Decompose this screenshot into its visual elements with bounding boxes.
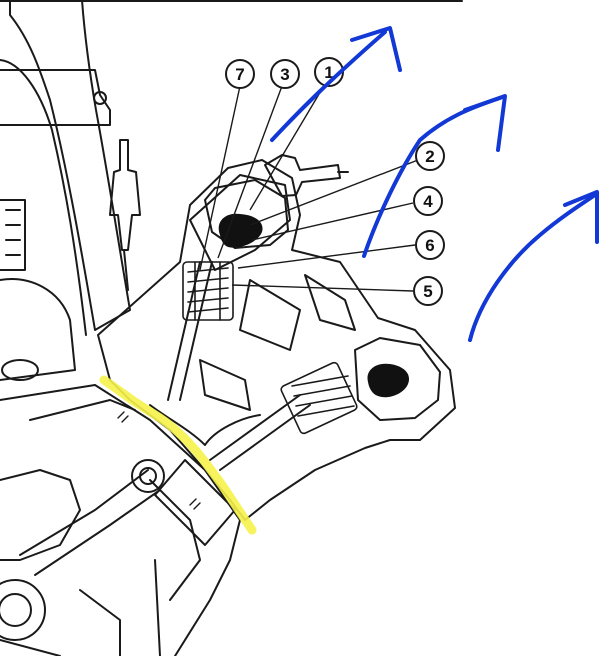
callout-2-label: 2 [425, 147, 434, 166]
piston [154, 459, 236, 546]
callout-3: 3 [270, 59, 300, 89]
spark-plug [264, 154, 341, 197]
callout-7: 7 [225, 59, 255, 89]
callout-7-label: 7 [235, 65, 244, 84]
block-centerline [154, 559, 161, 656]
leader-lines [199, 83, 419, 292]
callout-4: 4 [413, 186, 443, 216]
fuel-rail [0, 199, 26, 271]
wrist-pin-inner [139, 467, 157, 485]
engine-drawing [0, 0, 463, 656]
exhaust-cam-lobe [367, 363, 410, 398]
block-wall [29, 399, 201, 601]
callout-2: 2 [415, 141, 445, 171]
callout-6-label: 6 [425, 236, 434, 255]
exhaust-valve-stem [209, 394, 311, 471]
callout-7-circle [225, 59, 255, 89]
leader-6 [237, 244, 416, 269]
cam-cover-right [354, 337, 441, 421]
arrow-middle-icon [362, 94, 507, 258]
callout-5: 5 [413, 276, 443, 306]
leader-4 [251, 202, 414, 241]
callout-5-circle [413, 276, 443, 306]
left-port [1, 359, 39, 381]
engine-block-outline [0, 384, 241, 656]
leader-5 [231, 284, 414, 292]
callout-6-circle [415, 230, 445, 260]
intake-valve-spring [182, 261, 234, 321]
injector [109, 139, 141, 251]
callout-4-circle [413, 186, 443, 216]
callout-1-label: 1 [324, 63, 333, 82]
flange-bolt [93, 91, 107, 105]
head-gasket-highlight [99, 375, 257, 535]
intake-runner [9, 0, 131, 331]
intake-runner-outer [0, 59, 87, 336]
exhaust-valve-spring [280, 361, 358, 435]
leader-1 [249, 83, 326, 211]
wrist-pin [131, 459, 165, 493]
connecting-rod [19, 469, 161, 576]
arrow-upper-left-icon [270, 26, 402, 142]
annotation-arrows [270, 26, 599, 342]
camshafts [218, 213, 410, 398]
leader-7 [199, 85, 241, 271]
callout-3-circle [270, 59, 300, 89]
callout-3-label: 3 [280, 65, 289, 84]
intake-valve-stem [167, 261, 213, 401]
head-rib-1 [239, 279, 301, 351]
callout-5-label: 5 [423, 282, 432, 301]
injector-line [123, 249, 129, 291]
callout-2-circle [415, 141, 445, 171]
block-bolts [117, 411, 201, 510]
callout-6: 6 [415, 230, 445, 260]
head-rib-3 [304, 274, 356, 331]
head-rib-2 [199, 359, 251, 411]
callout-4-label: 4 [423, 192, 433, 211]
arrow-right-icon [468, 190, 599, 342]
cam-cover-left [204, 179, 289, 249]
left-block-outline [0, 278, 76, 381]
leader-2 [249, 159, 419, 226]
crankshaft [0, 579, 46, 641]
leader-3 [217, 85, 283, 259]
crank-journal [0, 593, 32, 627]
intake-cam-lobe [218, 213, 263, 248]
crank-case [0, 589, 121, 656]
combustion-chamber [149, 404, 261, 446]
